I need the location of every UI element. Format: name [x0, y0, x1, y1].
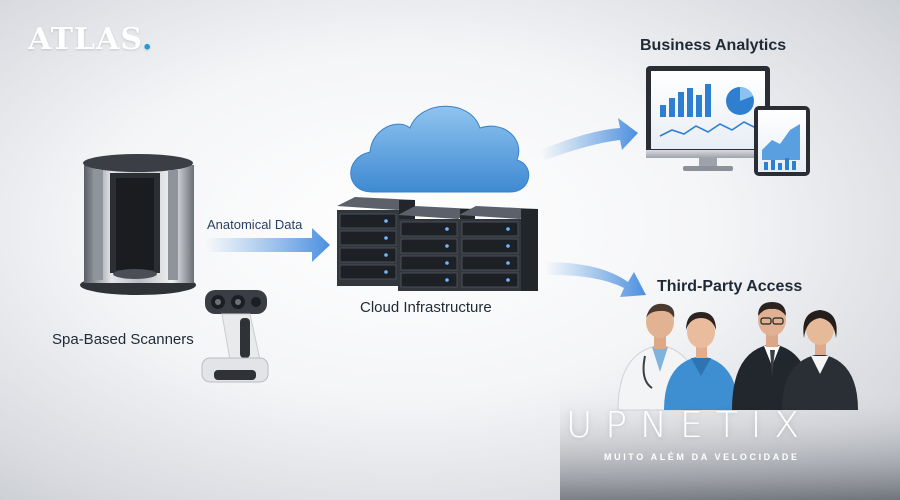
cloud-icon	[350, 105, 530, 193]
arrow-cloud-to-analytics	[540, 118, 638, 160]
handheld-scanner-icon	[201, 290, 269, 383]
anatomical-data-label: Anatomical Data	[207, 217, 303, 232]
body-scanner-booth-icon	[80, 154, 196, 295]
third-party-access-label: Third-Party Access	[657, 278, 803, 295]
spa-scanners-label: Spa-Based Scanners	[52, 331, 194, 348]
upnetix-watermark-tagline: MUITO ALÉM DA VELOCIDADE	[604, 452, 800, 462]
arrow-scanners-to-cloud	[205, 228, 330, 262]
business-analytics-label: Business Analytics	[640, 37, 787, 54]
cloud-infrastructure-label: Cloud Infrastructure	[360, 299, 492, 316]
atlas-logo: ATLAS.	[28, 22, 154, 57]
analytics-monitor-icon	[646, 66, 770, 171]
professionals-group-icon	[617, 302, 858, 411]
analytics-tablet-icon	[754, 106, 810, 176]
upnetix-watermark-logo: UPNETIX	[566, 405, 813, 446]
server-rack-icon	[337, 197, 538, 291]
arrow-cloud-to-third-party	[545, 262, 646, 297]
